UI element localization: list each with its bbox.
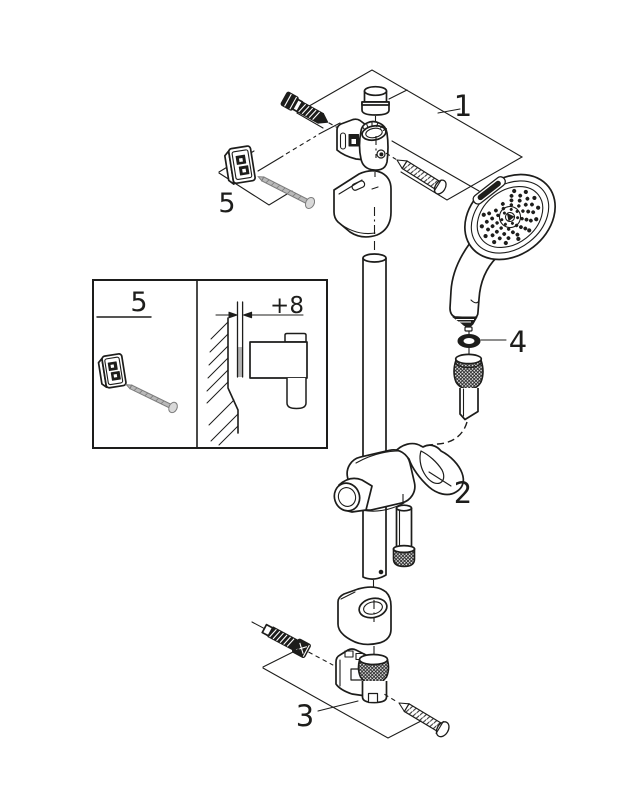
dimension-label: +8: [270, 293, 304, 319]
inset-screw-gray: [125, 384, 178, 414]
callout-4: 4: [509, 325, 527, 359]
hand-shower: [449, 173, 556, 332]
part5-group: 5: [218, 122, 341, 219]
fixing-screw-bottom: [384, 693, 450, 738]
handle-cone-end: [452, 316, 478, 332]
slide-rail: [362, 253, 387, 580]
callout-2: 2: [454, 476, 472, 510]
part3-frame: [262, 648, 422, 739]
bracket-cover-top: [333, 169, 392, 238]
wall-bracket-bottom: [335, 648, 390, 704]
inset-detail-box: 5 +8: [92, 279, 328, 449]
centerline: [373, 172, 376, 252]
nozzle-dots: [479, 188, 541, 246]
callout-1: 1: [454, 89, 472, 123]
callout-3: 3: [296, 699, 314, 733]
inset-wall-section: +8: [206, 293, 308, 446]
wall-plug: [223, 145, 256, 186]
part1-frame: [296, 69, 524, 201]
bracket-cover-bottom: [337, 586, 392, 646]
fixing-screw-top: [385, 152, 447, 195]
hose-upper-connector: [408, 353, 484, 453]
glide-holder: [333, 442, 465, 513]
hose-lower-end: [392, 504, 416, 568]
callout-5: 5: [218, 188, 235, 219]
inset-bracket-side-view: [249, 332, 308, 410]
shower-face: [464, 173, 556, 261]
mounting-screw-dark-bottom: [251, 621, 334, 666]
mounting-screw-dark-top: [280, 91, 341, 130]
wall-bracket-top: [336, 118, 389, 171]
inset-panel-label: 5: [130, 287, 147, 318]
inset-wall-plug: [97, 353, 127, 389]
hose-washer: [457, 334, 481, 348]
callout-2-leader: [428, 471, 452, 487]
rail-end-cap: [361, 85, 390, 116]
wall-screw-gray: [257, 176, 316, 209]
mounting-plate-gray: [238, 347, 243, 377]
